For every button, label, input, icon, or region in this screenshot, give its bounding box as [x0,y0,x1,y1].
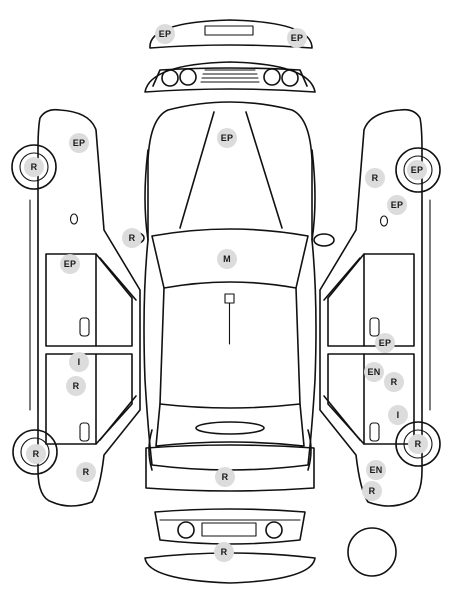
damage-mark-right-rear-quarter-en[interactable]: EN [366,460,386,480]
damage-mark-right-front-fender[interactable]: R [365,168,385,188]
rear-bumper-drawing [144,552,316,584]
damage-mark-front-bumper-ep-left[interactable]: EP [155,24,175,44]
front-grille-drawing [144,61,316,93]
damage-mark-right-rear-door-i[interactable]: I [388,405,408,425]
damage-mark-left-mirror[interactable]: R [122,228,142,248]
damage-mark-trunk[interactable]: R [215,467,235,487]
rear-lights-drawing [154,508,306,545]
damage-mark-right-front-door[interactable]: EP [375,333,395,353]
damage-mark-left-front-door[interactable]: EP [60,254,80,274]
damage-mark-left-front-wheel[interactable]: R [24,157,44,177]
damage-mark-right-rear-door-r[interactable]: R [384,372,404,392]
damage-mark-left-rear-quarter[interactable]: R [76,462,96,482]
spare-tire-outline [347,527,397,577]
damage-mark-right-front-fender-lower[interactable]: EP [387,195,407,215]
damage-mark-left-rear-door-r[interactable]: R [66,376,86,396]
right-side-drawing [319,108,441,507]
damage-mark-left-front-fender[interactable]: EP [69,133,89,153]
damage-mark-left-rear-door-i[interactable]: I [69,352,89,372]
damage-mark-right-front-wheel[interactable]: EP [407,160,427,180]
left-side-drawing [11,108,141,507]
damage-mark-right-rear-quarter-r[interactable]: R [362,481,382,501]
damage-mark-right-rear-wheel[interactable]: R [408,434,428,454]
damage-mark-left-rear-wheel[interactable]: R [26,444,46,464]
damage-mark-rear-bumper[interactable]: R [214,542,234,562]
car-body-drawing [123,101,335,492]
damage-mark-right-rear-door-en[interactable]: EN [364,362,384,382]
damage-mark-windshield[interactable]: M [217,249,237,269]
damage-mark-front-bumper-ep-right[interactable]: EP [287,28,307,48]
damage-mark-hood[interactable]: EP [217,128,237,148]
